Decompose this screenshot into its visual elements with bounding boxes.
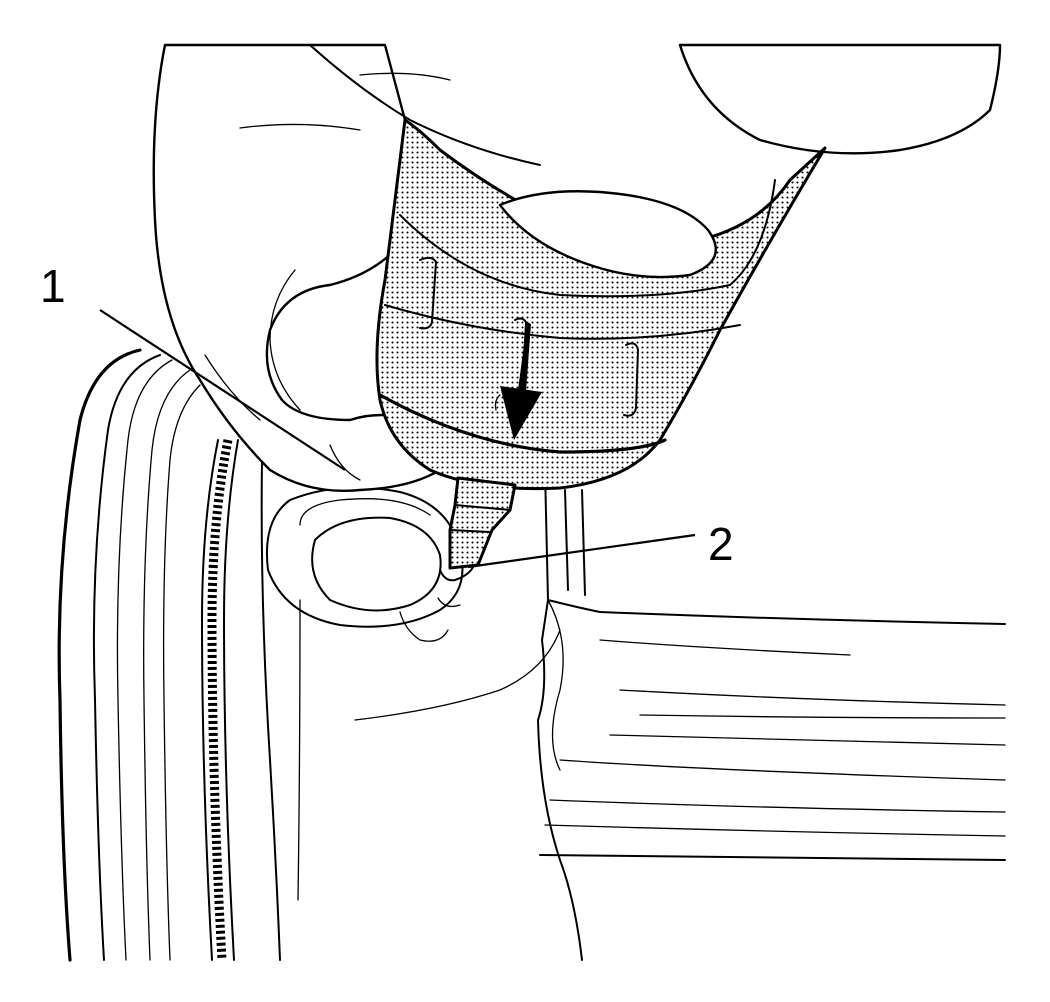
down-arrow-icon bbox=[500, 322, 542, 440]
ball-joint bbox=[266, 486, 464, 642]
callout-1-leader bbox=[99, 309, 346, 471]
seal-installer-tool bbox=[375, 118, 827, 582]
callout-1-label: 1 bbox=[40, 260, 66, 312]
tire bbox=[57, 348, 239, 962]
knuckle-body bbox=[260, 459, 586, 961]
technician-hand bbox=[152, 43, 1002, 492]
control-arm bbox=[539, 599, 1006, 861]
callout-2-leader bbox=[467, 533, 696, 569]
callout-2-label: 2 bbox=[708, 518, 734, 570]
